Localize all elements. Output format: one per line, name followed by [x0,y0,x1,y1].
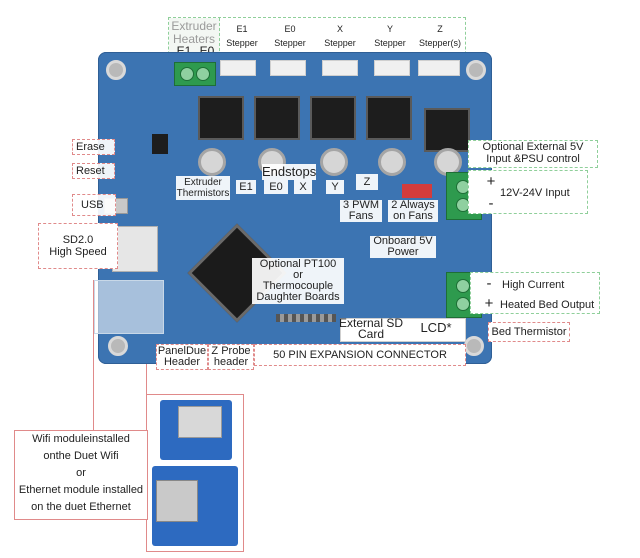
sd-lcd-bar [340,318,466,342]
sd-high-speed-label: SD2.0 High Speed [38,223,118,269]
capacitor-5 [434,148,462,176]
driver-chip-4 [366,96,412,140]
onboard-5v-label: Onboard 5V Power [370,236,436,258]
always-on-fans-label: 2 Always on Fans [388,200,438,222]
mount-hole-bl [108,336,128,356]
endstop-z-label: Z [356,174,378,190]
heater-screw-2 [196,67,210,81]
extruder-thermistors-label: Extruder Thermistors [176,176,230,200]
x-stepper-label: X Stepper [324,24,356,48]
driver-chip-3 [310,96,356,140]
capacitor-1 [198,148,226,176]
fuse [402,184,432,198]
endstops-label: Endstops [262,164,317,180]
wifi-module-on-board [94,280,164,334]
mount-hole-tl [106,60,126,80]
optional-5v-label: Optional External 5V Input &PSU control [468,140,598,168]
minus-input-label: - [488,195,494,212]
lcd-label: LCD* [420,320,452,335]
small-chip [152,134,168,154]
e1-stepper-header [220,60,256,76]
thermistor-e0-label: E0 [264,180,288,194]
plus-bed-label: + [484,295,494,312]
callout-line-1 [93,280,94,430]
callout-line-3 [146,551,244,552]
mount-hole-tr [466,60,486,80]
high-current-label: High Current [502,279,565,291]
sd-card-slot [112,226,158,272]
x-stepper-header [322,60,358,76]
endstop-y-label: Y [326,180,344,194]
y-stepper-header [374,60,410,76]
endstop-x-label: X [294,180,312,194]
heater-screw-1 [180,67,194,81]
mount-hole-br [464,336,484,356]
driver-chip-2 [254,96,300,140]
callout-line-4 [243,394,244,552]
bed-screw-1 [456,279,470,293]
power-input-label-box [468,170,588,214]
e0-stepper-header [270,60,306,76]
extruder-heaters-label: Extruder Heaters [171,19,217,46]
capacitor-4 [378,148,406,176]
wifi-module-label: Wifi moduleinstalled onthe Duet Wifi or … [14,430,148,520]
minus-bed-label: - [486,275,492,292]
sd-lcd-pin-header [276,314,336,322]
y-stepper-label: Y Stepper [374,24,406,48]
bed-screw-2 [456,297,470,311]
ethernet-jack [156,480,198,522]
reset-label: Reset [72,163,115,179]
z-stepper-label: Z Stepper(s) [418,24,462,48]
e0-stepper-label: E0 Stepper [274,24,306,48]
heated-bed-label-box [470,272,600,314]
plus-input-label: + [486,173,496,190]
usb-label: USB [72,194,116,216]
bed-thermistor-label: Bed Thermistor [488,322,570,342]
z-stepper-header [418,60,460,76]
heated-bed-output-label: Heated Bed Output [500,299,595,311]
erase-label: Erase [72,139,115,155]
z-probe-header-label: Z Probe header [208,344,254,370]
capacitor-3 [320,148,348,176]
ethernet-module-photo [152,466,238,546]
expansion-connector-label: 50 PIN EXPANSION CONNECTOR [254,344,466,366]
optional-daughter-boards-label: Optional PT100 or Thermocouple Daughter … [252,258,344,304]
callout-line-5 [146,394,244,395]
pwm-fans-label: 3 PWM Fans [340,200,382,222]
driver-chip-1 [198,96,244,140]
external-sd-label: External SD Card [338,316,404,341]
paneldue-header-label: PanelDue Header [156,344,208,370]
driver-chip-5 [424,108,470,152]
e1-stepper-label: E1 Stepper [226,24,258,48]
thermistor-e1-label: E1 [236,180,256,194]
input-voltage-label: 12V-24V Input [500,187,570,199]
wifi-module-photo [160,400,232,460]
wifi-module-shield [178,406,222,438]
